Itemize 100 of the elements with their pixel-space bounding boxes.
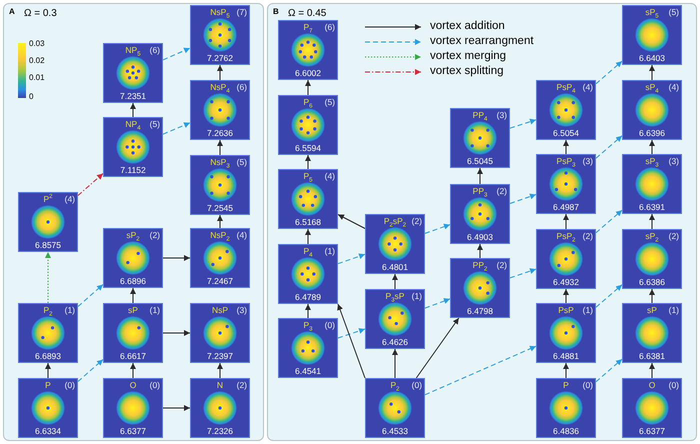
- arrow: [424, 346, 536, 396]
- state-tile: [622, 80, 682, 140]
- state-label: PP$_{3}$: [472, 186, 488, 196]
- state-tile: [365, 214, 425, 274]
- state-label: P$_{6}$: [304, 97, 312, 107]
- energy-value: 7.2397: [207, 351, 233, 361]
- arrow: [78, 173, 104, 196]
- arrow: [162, 122, 190, 135]
- state-label: NsP$_{2}$: [210, 230, 230, 240]
- energy-value: 6.6396: [639, 128, 665, 138]
- arrow: [162, 255, 190, 261]
- state-tile: [622, 303, 682, 363]
- arrow: [78, 284, 104, 307]
- state-tile: [622, 154, 682, 214]
- arrow: [45, 362, 51, 378]
- state-tile: [18, 303, 78, 363]
- vortex-count: (0): [150, 380, 160, 390]
- state-tile: [18, 378, 78, 438]
- state-label: PsP: [558, 305, 574, 315]
- legend-label: vortex splitting: [430, 65, 504, 78]
- energy-value: 6.4798: [467, 306, 493, 316]
- state-label: P$_{5}$: [304, 171, 312, 181]
- arrow: [217, 140, 223, 156]
- energy-value: 6.5594: [295, 143, 321, 153]
- arrow: [337, 304, 366, 378]
- state-tile: [103, 43, 163, 103]
- vortex-count: (4): [582, 82, 593, 92]
- arrow: [78, 359, 104, 382]
- energy-value: 6.5054: [553, 128, 579, 138]
- state-tile: [450, 108, 510, 168]
- state-label: P: [563, 380, 569, 390]
- energy-value: 6.4836: [553, 426, 579, 436]
- vortex-count: (0): [582, 380, 593, 390]
- vortex-count: (3): [496, 110, 507, 120]
- arrow: [45, 252, 51, 304]
- arrow: [649, 64, 655, 80]
- state-label: sP$_{2}$: [645, 231, 659, 241]
- arrow: [563, 140, 569, 154]
- state-label: NsP$_{4}$: [210, 82, 230, 92]
- state-label: O: [130, 380, 136, 390]
- vortex-count: (4): [64, 194, 75, 204]
- energy-value: 7.2467: [207, 276, 233, 286]
- arrow: [649, 362, 655, 378]
- energy-value: 6.8575: [35, 240, 61, 250]
- arrow: [649, 214, 655, 230]
- energy-value: 6.4801: [382, 262, 408, 272]
- arrow: [596, 60, 622, 84]
- state-tile: [190, 155, 250, 215]
- vortex-count: (5): [236, 157, 247, 167]
- panel-background: [267, 3, 697, 441]
- state-label: P$_{3}$: [304, 320, 312, 330]
- colorbar-tick-label: 0.03: [29, 39, 45, 48]
- vortex-count: (3): [582, 156, 593, 166]
- state-label: NP$_{4}$: [125, 119, 141, 129]
- state-label: P$^{2}$: [44, 194, 52, 204]
- state-label: NsP$_{3}$: [210, 157, 230, 167]
- state-label: PsP$_{2}$: [556, 231, 576, 241]
- energy-value: 6.6893: [35, 351, 61, 361]
- energy-value: 6.4987: [553, 202, 579, 212]
- vortex-count: (1): [668, 305, 679, 315]
- colorbar-tick-label: 0.02: [29, 56, 45, 65]
- panel-letter: B: [273, 7, 279, 16]
- vortex-count: (0): [412, 380, 422, 390]
- energy-value: 6.6617: [120, 351, 146, 361]
- vortex-count: (2): [668, 231, 679, 241]
- arrow: [130, 102, 136, 118]
- legend-label: vortex merging: [430, 50, 506, 63]
- state-tile: [365, 378, 425, 438]
- colorbar-tick-label: 0: [29, 92, 34, 101]
- state-tile: [278, 318, 338, 378]
- state-tile: [450, 258, 510, 318]
- state-label: P$_{2}$sP$_{2}$: [384, 216, 406, 226]
- arrow: [477, 168, 483, 184]
- state-tile: [190, 228, 250, 288]
- state-label: P: [45, 380, 51, 390]
- state-label: PsP$_{4}$: [556, 82, 576, 92]
- arrow: [217, 64, 223, 80]
- state-tile: [190, 303, 250, 363]
- legend-label: vortex rearrangment: [430, 35, 534, 48]
- state-label: sP: [128, 305, 138, 315]
- arrow: [477, 244, 483, 258]
- energy-value: 6.6377: [120, 426, 146, 436]
- vortex-count: (4): [324, 171, 335, 181]
- arrow: [162, 330, 190, 336]
- arrow: [392, 274, 398, 290]
- state-tile: [365, 289, 425, 349]
- arrow: [130, 362, 136, 378]
- arrow: [305, 228, 311, 244]
- state-tile: [190, 80, 250, 140]
- energy-value: 6.5045: [467, 156, 493, 166]
- state-label: PP$_{4}$: [472, 110, 488, 120]
- energy-value: 6.4789: [295, 292, 321, 302]
- vortex-count: (3): [668, 156, 679, 166]
- arrow: [510, 194, 536, 204]
- energy-value: 6.6391: [639, 202, 665, 212]
- energy-value: 6.6334: [35, 426, 61, 436]
- state-tile: [536, 80, 596, 140]
- energy-value: 7.1152: [120, 165, 146, 175]
- state-tile: [450, 184, 510, 244]
- state-tile: [103, 303, 163, 363]
